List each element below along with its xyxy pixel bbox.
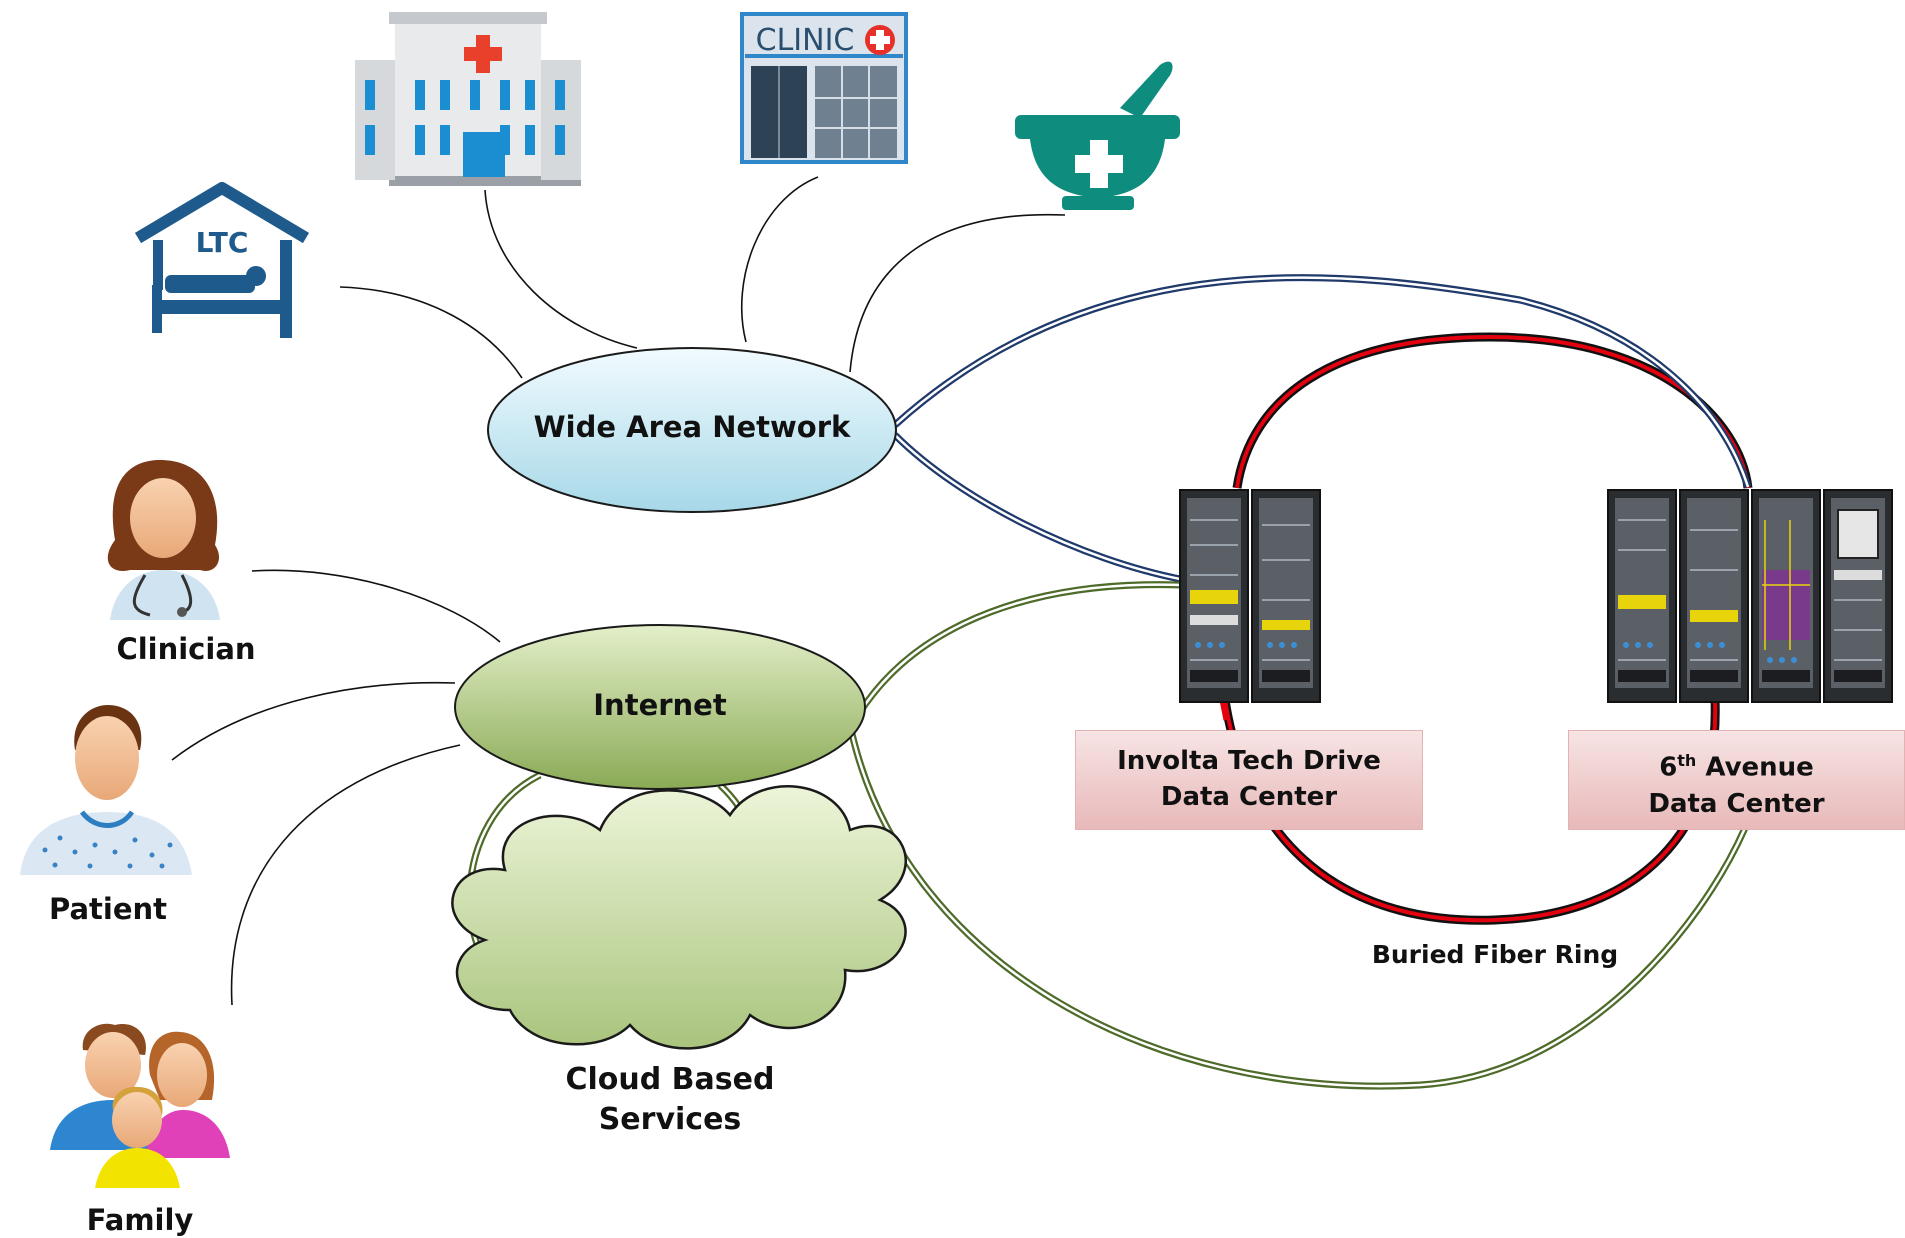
involta-label-line1: Involta Tech Drive [1117, 746, 1381, 776]
pharmacy-icon [1015, 61, 1180, 210]
wan-label: Wide Area Network [533, 410, 851, 444]
patient-connector [171, 681, 456, 761]
hospital-icon [355, 12, 581, 186]
involta-data-center-label: Involta Tech Drive Data Center [1075, 730, 1423, 830]
ltc-facility-icon: LTC [134, 182, 310, 338]
clinic-icon: CLINIC [740, 12, 908, 164]
fiber-ring-label: Buried Fiber Ring [1371, 940, 1619, 969]
cloud-label-line1: Cloud Based [565, 1062, 775, 1097]
wan-links [892, 274, 1752, 584]
clinician-label: Clinician [116, 632, 256, 666]
family-avatar [50, 1023, 230, 1188]
family-connector [230, 744, 461, 1006]
patient-avatar [20, 705, 192, 875]
server-rack [1607, 489, 1677, 703]
sixth-ave-label-line2: Data Center [1648, 788, 1825, 819]
hospital-connector [484, 189, 638, 349]
server-rack [1823, 489, 1893, 703]
connector-lines [171, 176, 1066, 1006]
ltc-connector [339, 286, 523, 379]
family-label: Family [86, 1203, 194, 1237]
clinic-icon-text: CLINIC [756, 23, 855, 58]
patient-label: Patient [48, 892, 168, 926]
internet-label: Internet [593, 688, 727, 722]
sixth-ave-superscript: th [1677, 751, 1697, 770]
sixth-ave-number: 6 [1659, 752, 1678, 783]
sixth-ave-server-racks [1607, 489, 1893, 703]
server-rack [1679, 489, 1749, 703]
wan-node[interactable] [487, 347, 897, 513]
involta-server-racks [1179, 489, 1321, 703]
clinic-connector [740, 176, 819, 343]
server-rack [1251, 489, 1321, 703]
clinician-avatar [107, 460, 220, 620]
sixth-ave-label-line1: 6th Avenue [1569, 743, 1904, 786]
server-rack [1751, 489, 1821, 703]
cloud-services-node[interactable] [451, 785, 907, 1050]
cloud-label-line2: Services [598, 1102, 742, 1137]
internet-node[interactable] [454, 624, 866, 790]
cloud-label: Cloud Based Services [520, 1060, 820, 1140]
clinician-connector [251, 569, 501, 643]
ltc-icon-text: LTC [196, 226, 249, 259]
sixth-ave-street: Avenue [1696, 752, 1814, 783]
sixth-ave-data-center-label: 6th Avenue Data Center [1568, 730, 1905, 830]
involta-label-line2: Data Center [1160, 782, 1338, 812]
server-rack [1179, 489, 1249, 703]
pharmacy-connector [849, 213, 1066, 373]
